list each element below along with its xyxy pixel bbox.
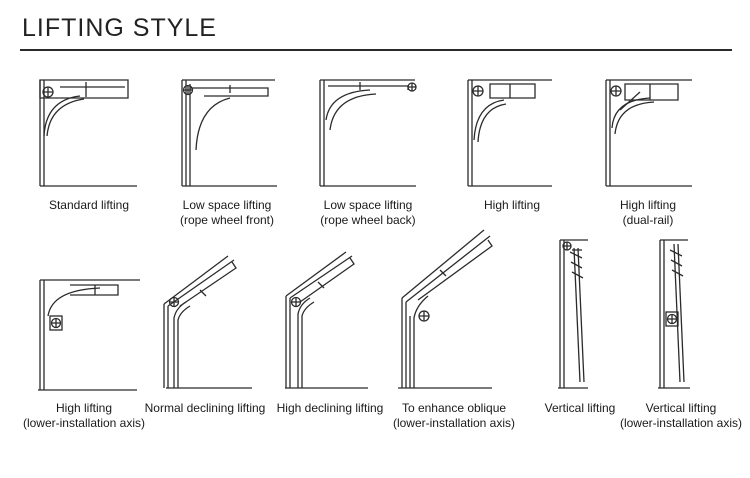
caption-low-space-front: Low space lifting (rope wheel front) (166, 198, 288, 228)
title-divider (20, 49, 732, 51)
caption-label: Normal declining lifting (144, 401, 266, 415)
caption-high-lifting: High lifting (472, 198, 552, 213)
vertical-lifting-lower-axis-diagram (658, 239, 690, 389)
low-space-front-diagram (181, 79, 277, 187)
caption-low-space-back: Low space lifting (rope wheel back) (307, 198, 429, 228)
caption-label: High lifting (483, 198, 541, 212)
caption-label: High lifting (55, 401, 113, 415)
caption-label: To enhance oblique (401, 401, 507, 415)
caption-normal-declining: Normal declining lifting (144, 401, 266, 416)
caption-sublabel: (dual-rail) (622, 213, 674, 227)
enhance-oblique-diagram (398, 229, 493, 389)
normal-declining-diagram (163, 255, 252, 389)
high-lifting-lower-axis-diagram (38, 279, 140, 391)
caption-label: Low space lifting (323, 198, 413, 212)
caption-standard-lifting: Standard lifting (30, 198, 148, 213)
caption-enhance-oblique: To enhance oblique (lower-installation a… (390, 401, 518, 431)
caption-label: Standard lifting (48, 198, 130, 212)
caption-high-lifting-dual-rail: High lifting (dual-rail) (608, 198, 688, 228)
caption-label: High lifting (619, 198, 677, 212)
caption-sublabel: (rope wheel front) (179, 213, 275, 227)
caption-high-declining: High declining lifting (276, 401, 384, 416)
high-declining-diagram (285, 251, 368, 389)
caption-label: Vertical lifting (544, 401, 616, 415)
low-space-back-diagram (319, 79, 417, 187)
vertical-lifting-diagram (558, 239, 588, 389)
caption-label: Vertical lifting (645, 401, 717, 415)
caption-sublabel: (lower-installation axis) (619, 416, 743, 430)
high-lifting-diagram (467, 79, 552, 187)
caption-label: Low space lifting (182, 198, 272, 212)
caption-vertical-lifting: Vertical lifting (540, 401, 620, 416)
caption-high-lifting-lower-axis: High lifting (lower-installation axis) (20, 401, 148, 431)
caption-label: High declining lifting (276, 401, 384, 415)
caption-sublabel: (rope wheel back) (320, 213, 416, 227)
high-lifting-dual-rail-diagram (605, 79, 692, 187)
standard-lifting-diagram (39, 79, 137, 187)
caption-vertical-lifting-lower-axis: Vertical lifting (lower-installation axi… (618, 401, 744, 431)
page-title: LIFTING STYLE (22, 14, 217, 42)
caption-sublabel: (lower-installation axis) (392, 416, 516, 430)
caption-sublabel: (lower-installation axis) (22, 416, 146, 430)
